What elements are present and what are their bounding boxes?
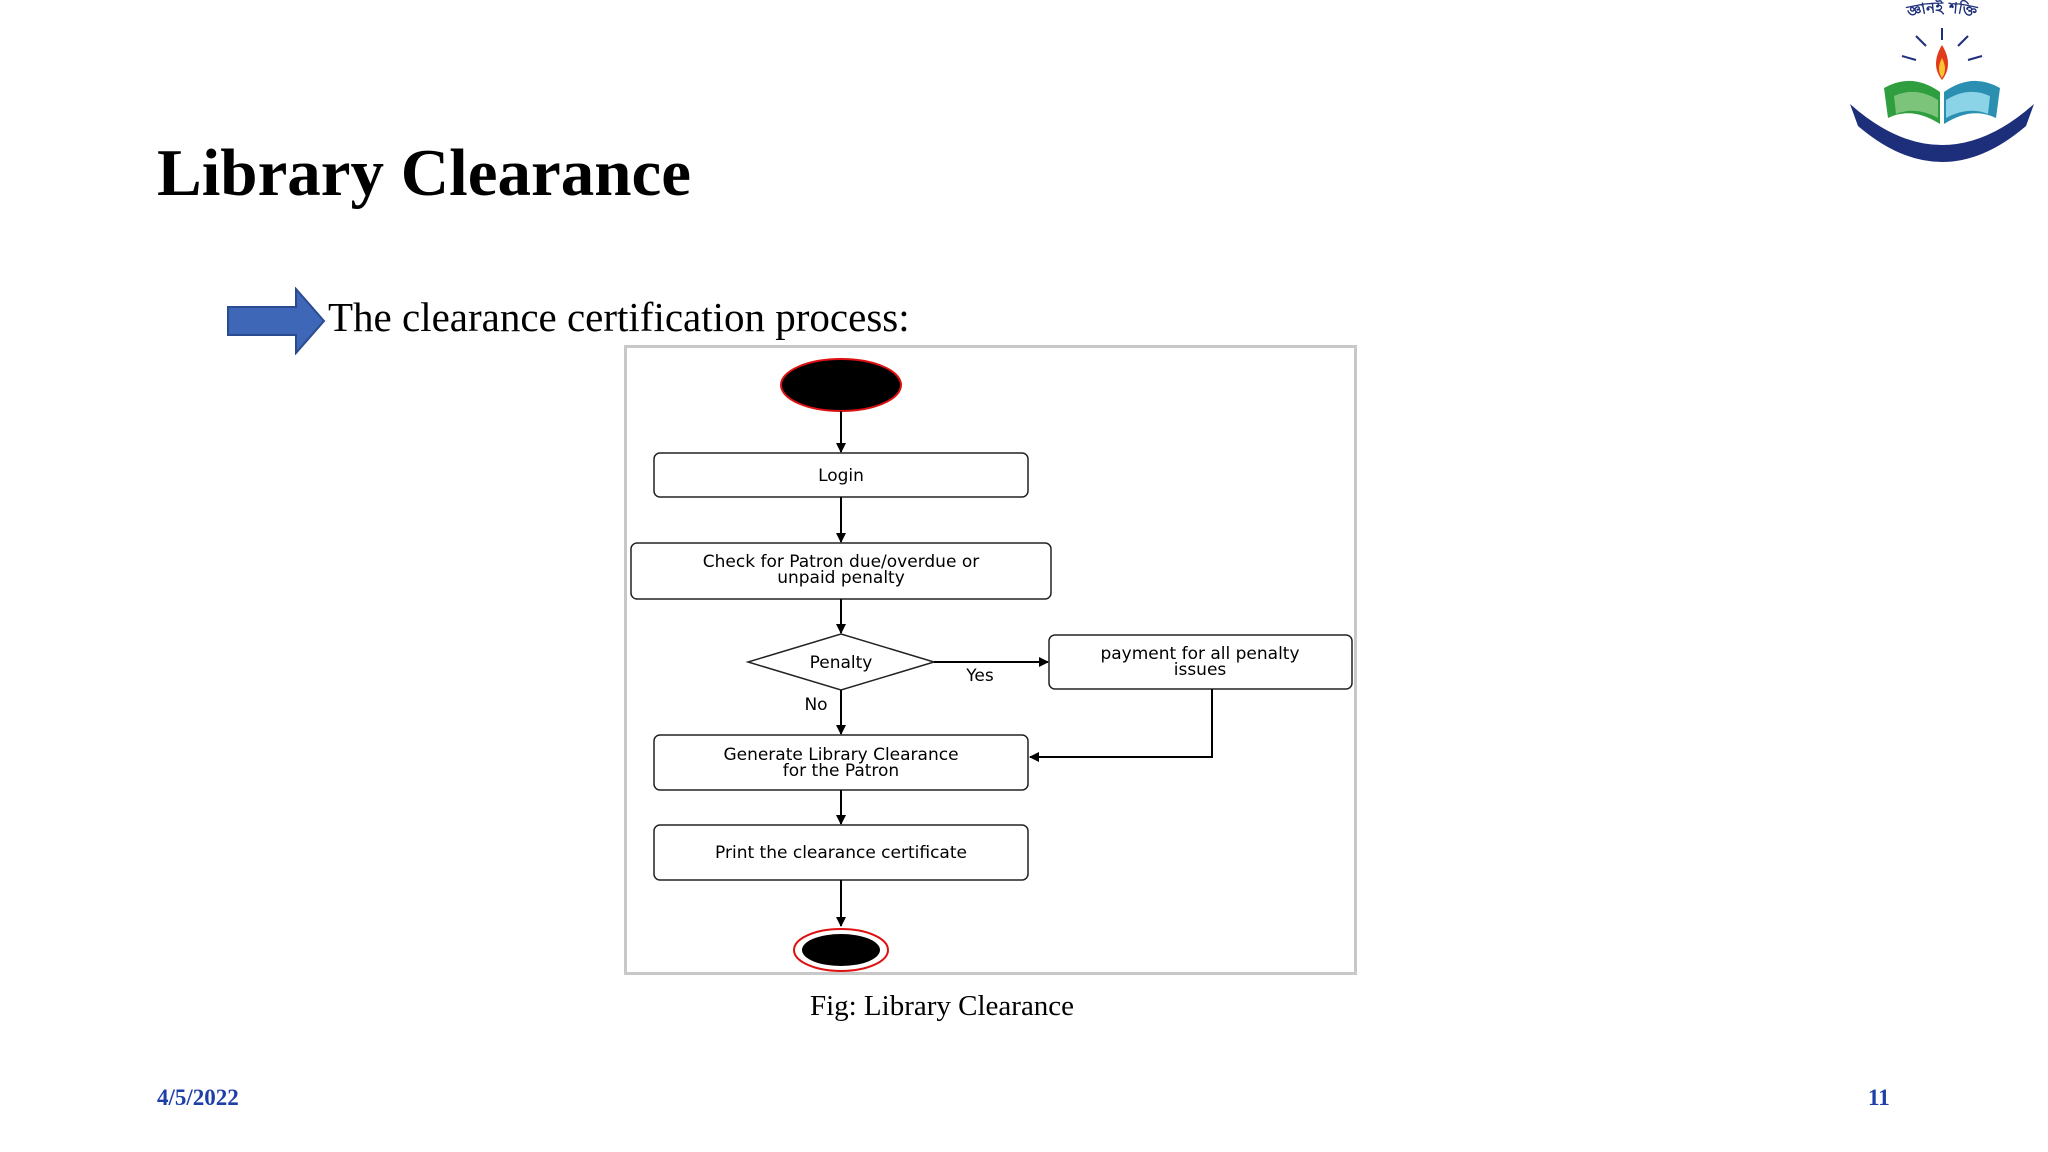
slide-title: Library Clearance [157, 136, 692, 210]
generate-label-line2: for the Patron [783, 761, 899, 781]
print-label: Print the clearance certificate [715, 843, 967, 863]
generate-label-line1: Generate Library Clearance [723, 745, 958, 765]
slide-date: 4/5/2022 [157, 1085, 239, 1110]
check-label-line1: Check for Patron due/overdue or [703, 552, 979, 572]
figure-caption: Fig: Library Clearance [0, 990, 2048, 1023]
payment-label-line2: issues [1174, 660, 1227, 680]
no-label: No [804, 695, 827, 715]
diagram-canvas: Login Check for Patron due/overdue or un… [630, 358, 1353, 972]
figure-caption-text: Fig: Library Clearance [809, 990, 1075, 1022]
logo-motto: জ্ঞানই শক্তি [1904, 0, 1980, 21]
right-arrow-icon [227, 287, 326, 355]
university-logo: জ্ঞানই শক্তি [1850, 0, 2034, 162]
check-label-line2: unpaid penalty [777, 568, 905, 588]
yes-label: Yes [965, 666, 994, 686]
penalty-label: Penalty [810, 653, 873, 673]
login-label: Login [818, 466, 864, 486]
activity-diagram: Login Check for Patron due/overdue or un… [624, 345, 1357, 975]
payment-label-line1: payment for all penalty [1100, 644, 1299, 664]
slide-number: 11 [1868, 1085, 1890, 1110]
bullet-text: The clearance certification process: [328, 294, 910, 340]
payment-node [1048, 634, 1353, 690]
start-node [780, 358, 902, 412]
